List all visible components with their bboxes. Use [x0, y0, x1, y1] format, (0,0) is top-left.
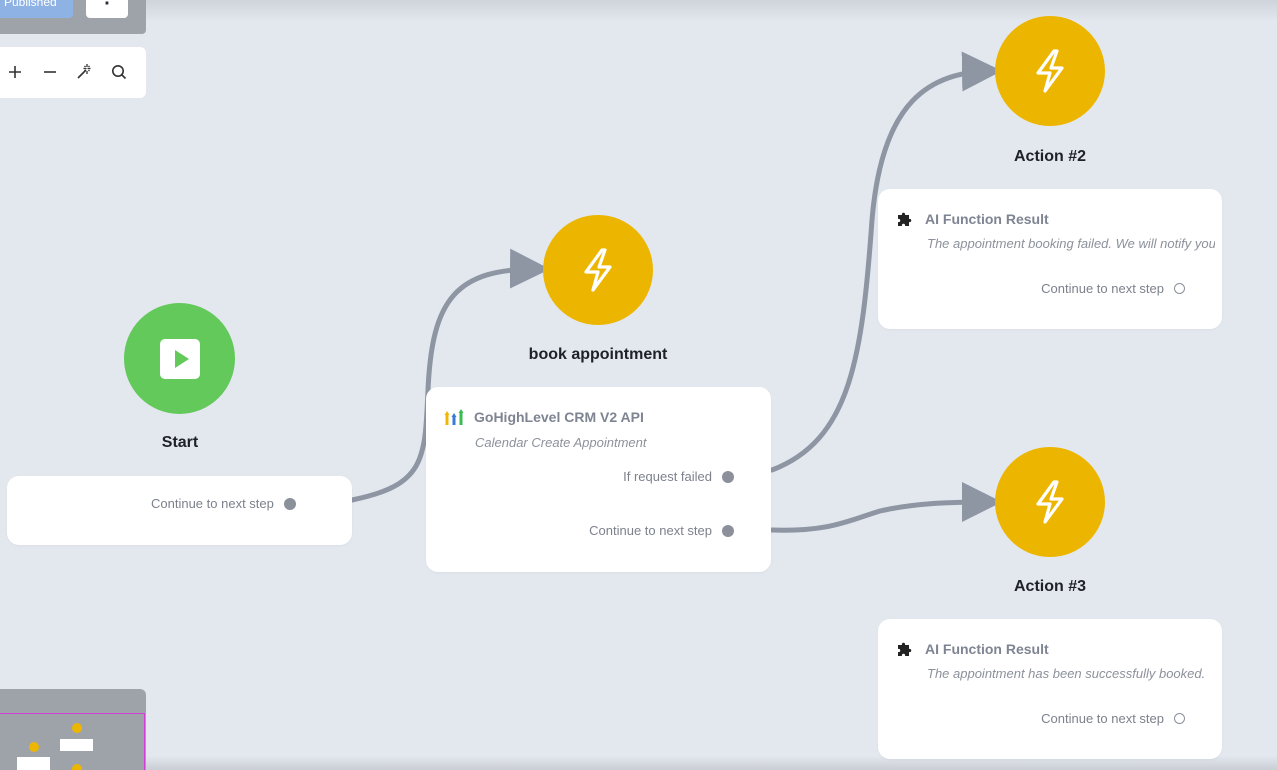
puzzle-piece-icon	[898, 642, 912, 656]
minimap-content	[17, 723, 93, 770]
action3-card[interactable]: AI Function Result The appointment has b…	[878, 619, 1222, 759]
start-node-title: Start	[161, 434, 199, 451]
start-node[interactable]	[124, 303, 235, 414]
action3-card-header: AI Function Result	[895, 639, 1049, 659]
plus-icon	[9, 66, 21, 78]
action3-node[interactable]	[995, 447, 1105, 557]
magic-wand-icon	[77, 64, 91, 79]
gohighlevel-logo-icon	[444, 409, 464, 425]
card-title: AI Function Result	[925, 211, 1049, 227]
more-menu-button[interactable]: ⋮	[86, 0, 128, 18]
zoom-in-button[interactable]	[2, 59, 28, 85]
continue-label: Continue to next step	[151, 496, 274, 511]
edge-failed-to-action2	[769, 51, 1002, 473]
minimap-viewport[interactable]	[0, 713, 145, 770]
zoom-out-button[interactable]	[37, 59, 63, 85]
canvas-bottom-shadow	[0, 756, 1277, 770]
start-node-card[interactable]: Continue to next step	[7, 476, 352, 545]
search-button[interactable]	[106, 59, 132, 85]
search-icon	[112, 65, 127, 80]
auto-arrange-button[interactable]	[71, 59, 97, 85]
result-message: The appointment has been successfully bo…	[927, 666, 1206, 681]
zoom-controls	[0, 47, 146, 98]
output-handle[interactable]	[1174, 283, 1185, 294]
output-handle[interactable]	[283, 497, 296, 510]
continue-label: Continue to next step	[589, 523, 712, 538]
book-appointment-node[interactable]	[543, 215, 653, 325]
card-title: AI Function Result	[925, 641, 1049, 657]
action2-node[interactable]	[995, 16, 1105, 126]
action3-title: Action #3	[1013, 578, 1086, 595]
lightning-icon	[1036, 480, 1064, 524]
continue-output-handle[interactable]	[722, 524, 734, 537]
failed-row[interactable]: If request failed	[623, 469, 734, 484]
book-appointment-card[interactable]: GoHighLevel CRM V2 API Calendar Create A…	[426, 387, 771, 572]
lightning-icon	[584, 248, 612, 292]
continue-label: Continue to next step	[1041, 711, 1164, 726]
edge-continue-to-action3	[769, 482, 1002, 533]
play-icon	[159, 338, 200, 379]
app-header: GoHighLevel CRM V2 API	[444, 407, 644, 427]
failed-output-handle[interactable]	[722, 470, 734, 483]
puzzle-piece-icon	[898, 212, 912, 226]
minus-icon	[44, 71, 56, 73]
start-continue-row[interactable]: Continue to next step	[151, 496, 296, 511]
action-name: Calendar Create Appointment	[475, 435, 647, 450]
result-message: The appointment booking failed. We will …	[927, 236, 1215, 251]
minimap[interactable]	[0, 689, 146, 770]
output-handle[interactable]	[1174, 713, 1185, 724]
top-toolbar: Published ⋮	[0, 0, 146, 34]
action2-card-header: AI Function Result	[895, 209, 1049, 229]
app-name: GoHighLevel CRM V2 API	[474, 409, 644, 425]
canvas-top-shadow	[0, 0, 1277, 22]
published-button[interactable]: Published	[0, 0, 73, 18]
book-continue-row[interactable]: Continue to next step	[589, 523, 734, 538]
action2-continue-row[interactable]: Continue to next step	[1041, 281, 1185, 296]
lightning-icon	[1036, 49, 1064, 93]
action2-card[interactable]: AI Function Result The appointment booki…	[878, 189, 1222, 329]
book-appointment-title: book appointment	[528, 346, 668, 363]
continue-label: Continue to next step	[1041, 281, 1164, 296]
edge-start-to-book	[349, 248, 550, 503]
action2-title: Action #2	[1013, 148, 1086, 165]
failed-label: If request failed	[623, 469, 712, 484]
action3-continue-row[interactable]: Continue to next step	[1041, 711, 1185, 726]
